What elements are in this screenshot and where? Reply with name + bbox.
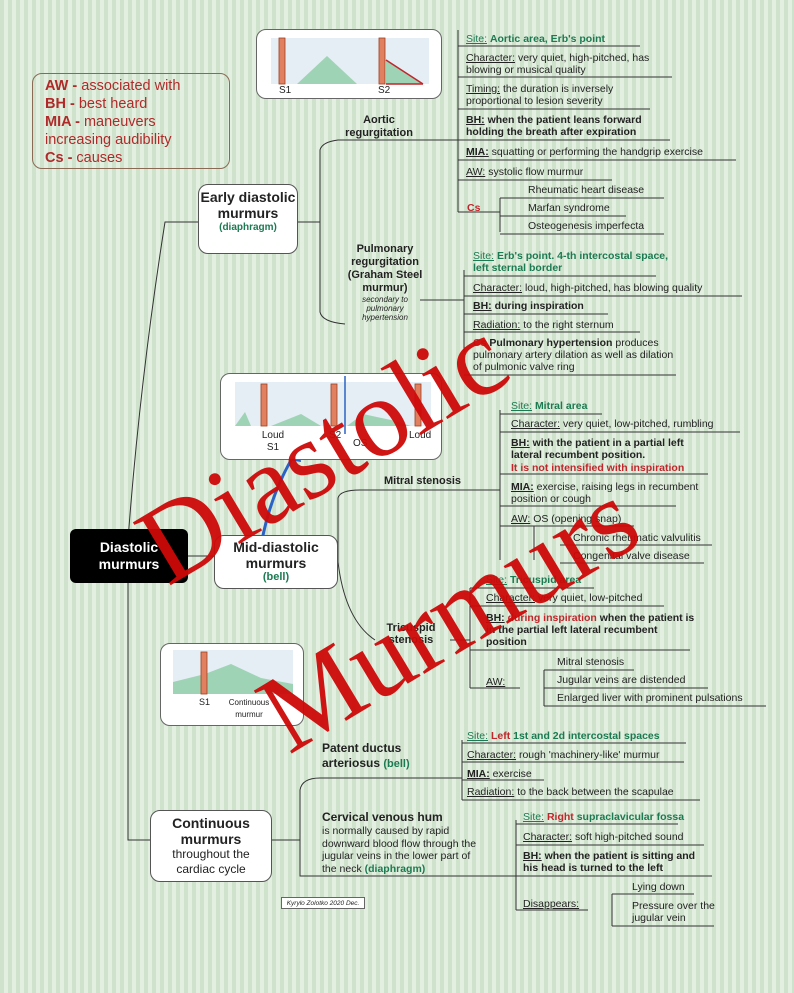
pda-character: Character: rough 'machinery-like' murmur bbox=[467, 749, 660, 761]
systolic-murmur-shape bbox=[297, 56, 357, 84]
loud-s1-label: Loud S1 bbox=[261, 430, 285, 453]
mid-waveform-plot bbox=[235, 376, 431, 434]
tricuspid-aw-label: AW: bbox=[486, 676, 506, 688]
s2-label-mid: S2 bbox=[329, 430, 342, 441]
pulmonary-regurgitation-label: Pulmonary regurgitation (Graham Steel mu… bbox=[347, 243, 423, 294]
continuous-murmurs-node: Continuous murmurs throughout the cardia… bbox=[150, 810, 272, 882]
pulmonary-causes: Cs Pulmonary hypertension produces pulmo… bbox=[473, 337, 674, 373]
s1-bar-cont bbox=[200, 651, 208, 695]
legend-item-bh: BH - best heard bbox=[45, 96, 148, 112]
aortic-regurgitation-label: Aortic regurgitation bbox=[345, 114, 413, 139]
tricuspid-best-heard: BH: during inspiration when the patient … bbox=[486, 612, 695, 648]
aortic-mia: MIA: squatting or performing the handgri… bbox=[466, 146, 703, 158]
mitral-mia: MIA: exercise, raising legs in recumbent… bbox=[511, 481, 699, 505]
aortic-causes-label: Cs bbox=[467, 202, 481, 214]
continuous-waveform-plot bbox=[173, 650, 293, 695]
loud-label: Loud bbox=[409, 430, 432, 441]
tricuspid-aw-2: Jugular veins are distended bbox=[557, 674, 686, 686]
pulmonary-best-heard: BH: during inspiration bbox=[473, 300, 584, 312]
mid-waveform: Loud S1 S2 OS Loud bbox=[220, 373, 442, 460]
legend-box: AW - associated with BH - best heard MIA… bbox=[32, 73, 230, 169]
mitral-best-heard: BH: with the patient in a partial left l… bbox=[511, 437, 684, 461]
mitral-site: Site: Mitral area bbox=[511, 400, 588, 412]
aortic-aw: AW: systolic flow murmur bbox=[466, 166, 584, 178]
tricuspid-stenosis-label: Tricuspid stenosis bbox=[386, 622, 436, 646]
s2-bar bbox=[378, 37, 386, 85]
mid-diastolic-node: Mid-diastolic murmurs (bell) bbox=[214, 535, 338, 589]
s1-bar bbox=[278, 37, 286, 85]
s2-bar-mid bbox=[330, 383, 338, 427]
tricuspid-site: Site: Tricuspid area bbox=[486, 574, 582, 586]
cvh-description: is normally caused by rapid downward blo… bbox=[322, 825, 477, 875]
aortic-site: Site: Aortic area, Erb's point bbox=[466, 33, 606, 45]
pulmonary-note: secondary to pulmonary hypertension bbox=[362, 295, 408, 322]
aortic-cause-3: Osteogenesis imperfecta bbox=[528, 220, 645, 232]
mitral-cause-1: Chronic rheumatic valvulitis bbox=[573, 532, 701, 544]
legend-item-cs: Cs - causes bbox=[45, 150, 123, 166]
tricuspid-character: Character: very quiet, low-pitched bbox=[486, 592, 643, 604]
pda-mia: MIA: exercise bbox=[467, 768, 532, 780]
pda-label: Patent ductus arteriosus (bell) bbox=[322, 741, 410, 770]
s2-label: S2 bbox=[378, 85, 391, 96]
author-credit: Kyrylo Zolotko 2020 Dec. bbox=[281, 897, 365, 909]
legend-item-aw: AW - associated with bbox=[45, 78, 181, 94]
legend-item-mia: MIA - maneuvers increasing audibility bbox=[45, 114, 172, 148]
mitral-cause-2: Congenital valve disease bbox=[573, 550, 690, 562]
cvh-label: Cervical venous hum bbox=[322, 810, 443, 824]
early-diastolic-node: Early diastolic murmurs (diaphragm) bbox=[198, 184, 298, 254]
cvh-site: Site: Right supraclavicular fossa bbox=[523, 811, 685, 823]
cvh-disappears-2: Pressure over the jugular vein bbox=[632, 900, 715, 924]
os-label: OS bbox=[353, 438, 368, 449]
mitral-character: Character: very quiet, low-pitched, rumb… bbox=[511, 418, 714, 430]
early-waveform: S1 S2 bbox=[256, 29, 442, 99]
cvh-disappears-1: Lying down bbox=[632, 881, 685, 893]
tricuspid-aw-3: Enlarged liver with prominent pulsations bbox=[557, 692, 743, 704]
mitral-aw: AW: OS (opening snap) bbox=[511, 513, 622, 525]
aortic-character: Character: very quiet, high-pitched, has… bbox=[466, 52, 650, 76]
early-waveform-plot bbox=[271, 37, 429, 85]
aortic-cause-2: Marfan syndrome bbox=[528, 202, 610, 214]
aortic-best-heard: BH: when the patient leans forward holdi… bbox=[466, 114, 642, 138]
continuous-wave-label: Continuous murmur bbox=[228, 698, 270, 719]
aortic-cause-1: Rheumatic heart disease bbox=[528, 184, 645, 196]
continuous-waveform: S1 Continuous murmur bbox=[160, 643, 304, 726]
pda-site: Site: Left 1st and 2d intercostal spaces bbox=[467, 730, 660, 742]
pda-radiation: Radiation: to the back between the scapu… bbox=[467, 786, 674, 798]
mitral-best-heard-note: It is not intensified with inspiration bbox=[511, 462, 685, 474]
aortic-timing: Timing: the duration is inversely propor… bbox=[466, 83, 614, 107]
s1-label: S1 bbox=[279, 85, 292, 96]
s1-label-cont: S1 bbox=[199, 697, 211, 707]
tricuspid-aw-1: Mitral stenosis bbox=[557, 656, 625, 668]
loud-s1-bar bbox=[260, 383, 268, 427]
cvh-character: Character: soft high-pitched sound bbox=[523, 831, 684, 843]
pulmonary-radiation: Radiation: to the right sternum bbox=[473, 319, 614, 331]
pulmonary-character: Character: loud, high-pitched, has blowi… bbox=[473, 282, 703, 294]
mitral-stenosis-label: Mitral stenosis bbox=[384, 475, 462, 487]
cvh-best-heard: BH: when the patient is sitting and his … bbox=[523, 850, 696, 874]
cvh-disappears-label: Disappears: bbox=[523, 898, 580, 910]
root-node: Diastolic murmurs bbox=[70, 529, 188, 583]
pulmonary-site: Site: Erb's point. 4-th intercostal spac… bbox=[473, 250, 669, 274]
